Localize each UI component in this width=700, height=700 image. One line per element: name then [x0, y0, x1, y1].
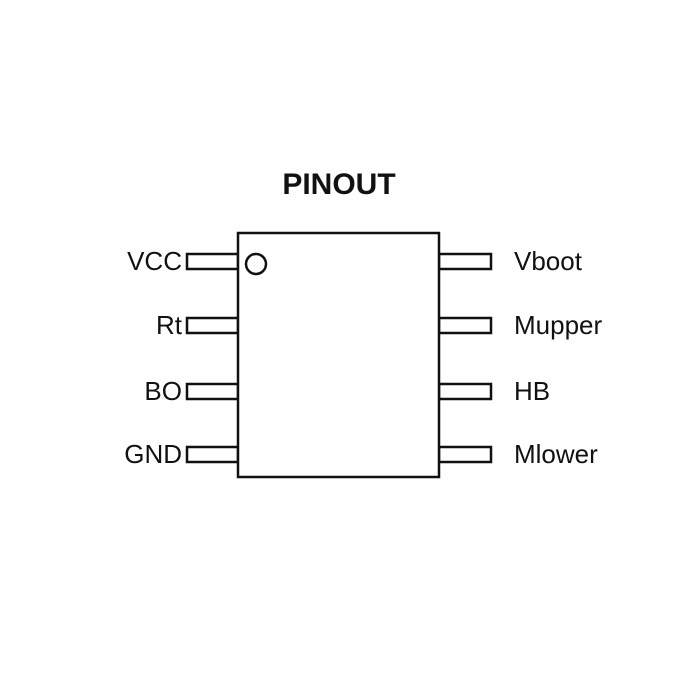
pin-label-right: HB: [514, 376, 550, 406]
pin-label-left: BO: [144, 376, 182, 406]
diagram-title: PINOUT: [282, 168, 395, 201]
pin-left-1: [185, 252, 240, 271]
pin-label-left: Rt: [156, 310, 183, 340]
pin-label-right: Mupper: [514, 310, 602, 340]
pin-right-3: [437, 382, 493, 401]
pin-label-left: GND: [124, 439, 182, 469]
pin-left-4: [185, 445, 240, 464]
pin1-circle-marker-icon: [244, 252, 268, 276]
pin-label-right: Vboot: [514, 246, 583, 276]
pin-left-2: [185, 316, 240, 335]
pin-left-3: [185, 382, 240, 401]
pin-label-right: Mlower: [514, 439, 598, 469]
pin-right-2: [437, 316, 493, 335]
ic-body: [236, 231, 441, 479]
pin-right-1: [437, 252, 493, 271]
pin-label-left: VCC: [127, 246, 182, 276]
pin-right-4: [437, 445, 493, 464]
